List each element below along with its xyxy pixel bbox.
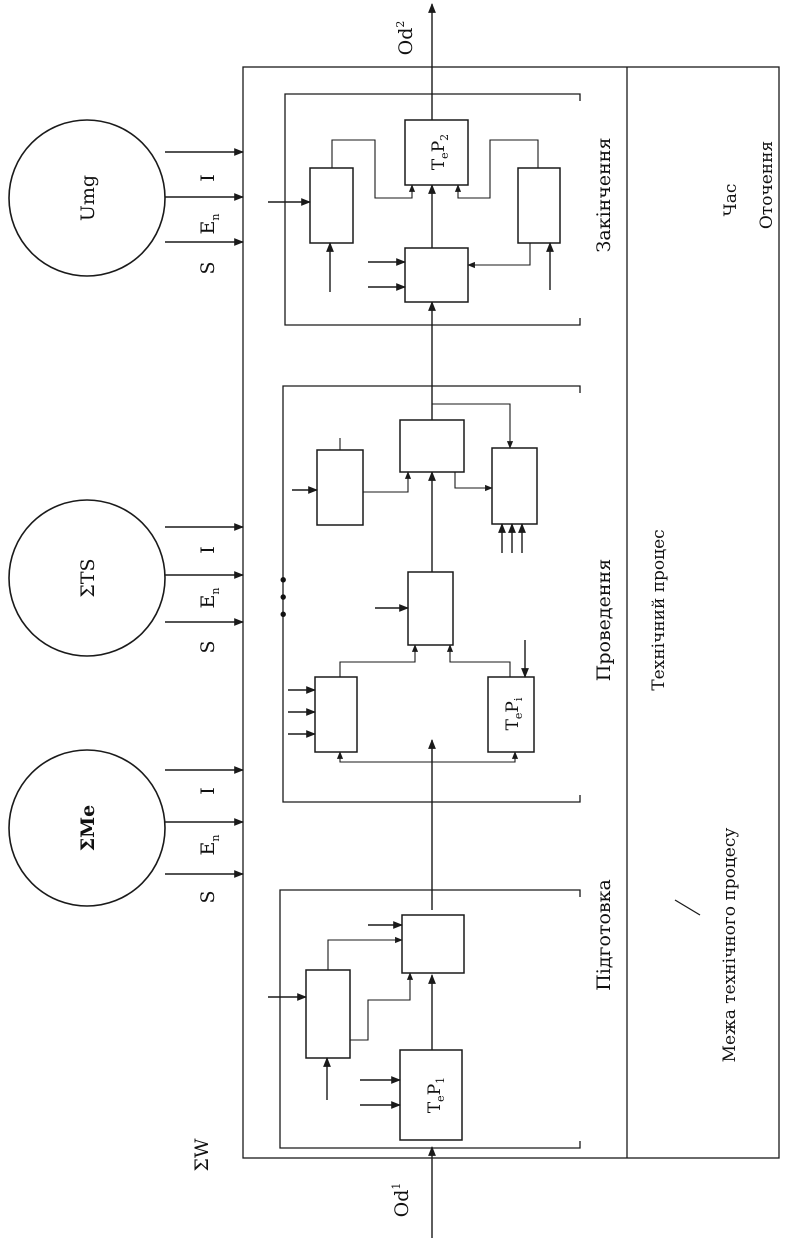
stage-label: Проведення	[593, 559, 615, 681]
operator-label: Umg	[77, 175, 99, 221]
process-block	[517, 167, 561, 244]
stage-preparation: Підготовка TeP1	[268, 879, 615, 1149]
process-block	[399, 419, 465, 473]
input-s: S	[197, 261, 219, 274]
process-block-label: TeP2	[429, 134, 451, 170]
input-flow-label: Od1	[390, 1183, 413, 1218]
operator-sum-ts: ΣTS S En I	[8, 499, 244, 657]
output-flow-label: Od2	[394, 21, 417, 56]
process-block	[401, 914, 465, 974]
process-block	[404, 247, 469, 303]
stage-label: Закінчення	[593, 138, 615, 253]
process-block-start	[399, 1049, 463, 1141]
process-block	[309, 167, 354, 244]
process-block	[491, 447, 538, 525]
input-e: En	[197, 835, 222, 856]
input-s: S	[197, 890, 219, 903]
operator-umg: Umg S En I	[8, 119, 244, 277]
environment-frame	[242, 66, 780, 1159]
continuation-dots: • • •	[273, 574, 295, 620]
input-i: I	[197, 174, 219, 182]
process-block	[316, 449, 364, 526]
stage-completion: Закінчення TeP2	[268, 93, 615, 326]
process-block	[407, 571, 454, 646]
boundary-label: Межа технічного процесу	[720, 828, 740, 1063]
input-e: En	[197, 214, 222, 235]
process-label: Технічний процес	[649, 529, 669, 690]
process-block-end	[404, 119, 469, 186]
environment-label: Оточення	[757, 141, 777, 229]
operator-label: ΣTS	[77, 558, 99, 597]
input-i: I	[197, 546, 219, 554]
operator-sum-me: ΣMe S En I	[8, 749, 244, 907]
process-block	[305, 969, 351, 1059]
stage-execution: Проведення • • • TePi	[273, 385, 615, 803]
stage-label: Підготовка	[593, 879, 615, 991]
boundary-pointer	[674, 899, 701, 916]
input-s: S	[197, 640, 219, 653]
input-sum-label: ΣW	[191, 1138, 213, 1171]
input-i: I	[197, 787, 219, 795]
process-block-label: TeP1	[425, 1077, 447, 1113]
process-block	[314, 676, 358, 753]
operator-label: ΣMe	[77, 805, 99, 852]
process-block-intermediate	[487, 676, 535, 753]
input-e: En	[197, 588, 222, 609]
time-label: Час	[721, 184, 741, 217]
process-block-label: TePi	[503, 697, 525, 730]
